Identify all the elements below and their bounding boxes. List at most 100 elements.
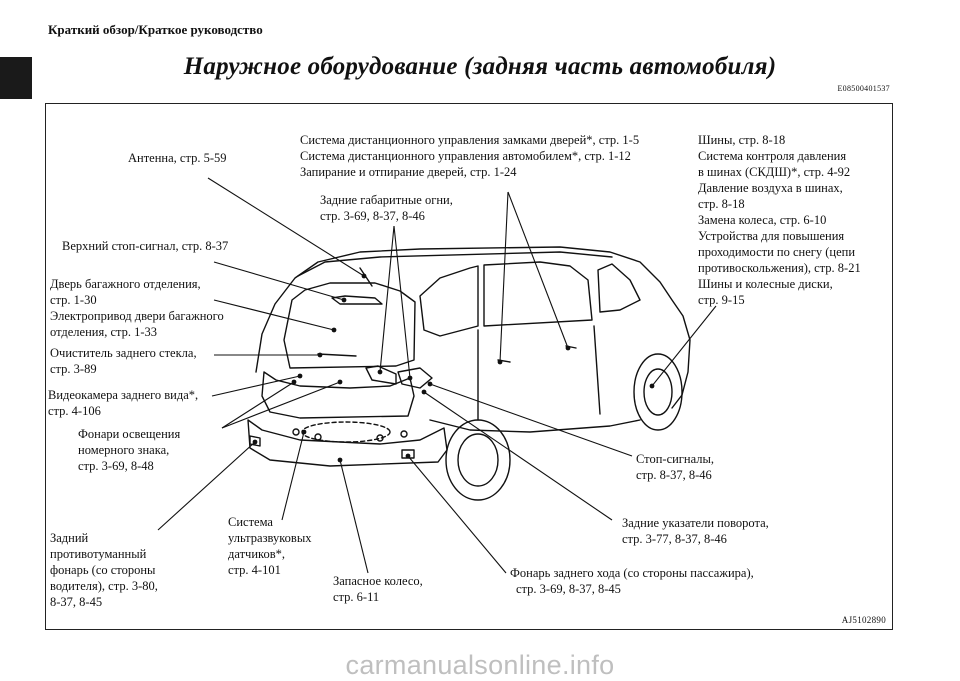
label-line: Шины и колесные диски, — [698, 277, 833, 291]
label-line: Замена колеса, стр. 6-10 — [698, 213, 827, 227]
figure-code: AJ5102890 — [841, 615, 886, 625]
label-tires: Шины, стр. 8-18 Система контроля давлени… — [698, 132, 861, 308]
label-keyless: Система дистанционного управления замкам… — [300, 132, 639, 180]
label-line: стр. 6-11 — [333, 590, 380, 604]
quarter-window — [597, 263, 641, 313]
leader-reverse — [407, 455, 507, 574]
label-line: стр. 1-30 — [50, 293, 97, 307]
label-line: стр. 3-89 — [50, 362, 97, 376]
front-wheel — [633, 353, 683, 431]
side-window-front — [483, 261, 593, 327]
leader-antenna — [207, 177, 365, 277]
label-line: Задние указатели поворота, — [622, 516, 769, 530]
label-line: в шинах (СКДШ)*, стр. 4-92 — [698, 165, 851, 179]
spoiler — [331, 295, 383, 305]
label-line: Давление воздуха в шинах, — [698, 181, 843, 195]
label-line: Фонарь заднего хода (со стороны пассажир… — [510, 566, 754, 580]
section-code: E08500401537 — [837, 84, 890, 93]
leader-keyless-a — [499, 191, 509, 363]
leader-camera — [211, 375, 301, 397]
leader-turn — [423, 391, 613, 521]
tail-lamp-right — [397, 367, 433, 389]
label-line: противоскольжения), стр. 8-21 — [698, 261, 861, 275]
label-line: стр. 9-15 — [698, 293, 745, 307]
label-line: ультразвуковых — [228, 531, 312, 545]
label-line: стр. 8-18 — [698, 197, 745, 211]
label-line: стр. 3-69, 8-37, 8-45 — [516, 582, 621, 596]
rear-wiper — [317, 353, 357, 357]
rear-wheel — [445, 419, 511, 501]
chapter-tab — [0, 57, 32, 99]
label-line: стр. 4-101 — [228, 563, 281, 577]
label-line: фонарь (со стороны — [50, 563, 156, 577]
label-turn: Задние указатели поворота, стр. 3-77, 8-… — [622, 515, 769, 547]
label-camera: Видеокамера заднего вида*, стр. 4-106 — [48, 387, 198, 419]
leader-tires — [651, 305, 717, 387]
rear-bumper — [247, 419, 448, 467]
label-antenna: Антенна, стр. 5-59 — [128, 151, 227, 165]
label-taillights: Задние габаритные огни, стр. 3-69, 8-37,… — [320, 192, 453, 224]
label-reverse: Фонарь заднего хода (со стороны пассажир… — [510, 565, 754, 597]
label-line: Задний — [50, 531, 89, 545]
label-fog: Задний противотуманный фонарь (со сторон… — [50, 530, 158, 610]
label-line: стр. 4-106 — [48, 404, 101, 418]
car-body-outline — [255, 246, 691, 409]
label-line: стр. 8-37, 8-46 — [636, 468, 712, 482]
label-line: Система дистанционного управления автомо… — [300, 149, 631, 163]
label-line: Запасное колесо, — [333, 574, 423, 588]
label-sonar: Система ультразвуковых датчиков*, стр. 4… — [228, 514, 311, 578]
label-brake: Стоп-сигналы, стр. 8-37, 8-46 — [636, 451, 714, 483]
label-brake-high: Верхний стоп-сигнал, стр. 8-37 — [62, 239, 229, 253]
watermark: carmanualsonline.info — [345, 650, 615, 680]
leader-plate-b — [221, 381, 341, 429]
label-plate-lights: Фонари освещения номерного знака, стр. 3… — [78, 426, 180, 474]
label-line: Система — [228, 515, 273, 529]
label-line: Запирание и отпирание дверей, стр. 1-24 — [300, 165, 517, 179]
label-line: Задние габаритные огни, — [320, 193, 453, 207]
leader-keyless-b — [507, 191, 569, 349]
leader-spare — [339, 459, 369, 574]
breadcrumb: Краткий обзор/Краткое руководство — [48, 22, 263, 37]
reverse-lamp — [401, 449, 415, 459]
label-line: Фонари освещения — [78, 427, 181, 441]
label-line: Стоп-сигналы, — [636, 452, 715, 466]
side-sill — [429, 419, 641, 433]
label-line: Шины, стр. 8-18 — [698, 133, 786, 147]
leader-brake-high — [213, 261, 345, 301]
door-line-2 — [593, 325, 601, 415]
leader-taillight-a — [379, 225, 395, 373]
label-line: 8-37, 8-45 — [50, 595, 103, 609]
roof-rail — [297, 251, 613, 277]
label-line: Система контроля давления — [698, 149, 847, 163]
label-line: стр. 3-69, 8-37, 8-46 — [320, 209, 425, 223]
rear-window — [283, 282, 416, 369]
label-line: водителя), стр. 3-80, — [50, 579, 158, 593]
page-title: Наружное оборудование (задняя часть авто… — [183, 53, 777, 80]
leader-fog — [157, 441, 256, 531]
label-line: датчиков*, — [228, 547, 285, 561]
leader-plate-a — [221, 381, 295, 429]
side-window-rear — [419, 265, 479, 337]
label-line: Устройства для повышения — [698, 229, 845, 243]
label-line: Дверь багажного отделения, — [50, 277, 201, 291]
label-line: стр. 3-69, 8-48 — [78, 459, 154, 473]
label-line: Очиститель заднего стекла, — [50, 346, 197, 360]
label-line: номерного знака, — [78, 443, 170, 457]
label-line: Система дистанционного управления замкам… — [300, 133, 640, 147]
leader-sonar — [281, 431, 305, 521]
leader-tailgate — [213, 299, 335, 331]
label-wiper: Очиститель заднего стекла, стр. 3-89 — [50, 345, 197, 377]
leader-brake — [429, 383, 633, 457]
leader-taillight-b — [393, 225, 411, 379]
label-line: противотуманный — [50, 547, 147, 561]
tail-lamp-left — [365, 365, 397, 385]
label-line: отделения, стр. 1-33 — [50, 325, 158, 339]
label-tailgate: Дверь багажного отделения, стр. 1-30 Эле… — [50, 276, 224, 340]
label-line: проходимости по снегу (цепи — [698, 245, 856, 259]
figure-frame — [45, 103, 893, 630]
label-line: Видеокамера заднего вида*, — [48, 388, 199, 402]
label-spare: Запасное колесо, стр. 6-11 — [333, 573, 423, 605]
fog-lamp — [249, 435, 261, 447]
label-line: стр. 3-77, 8-37, 8-46 — [622, 532, 727, 546]
